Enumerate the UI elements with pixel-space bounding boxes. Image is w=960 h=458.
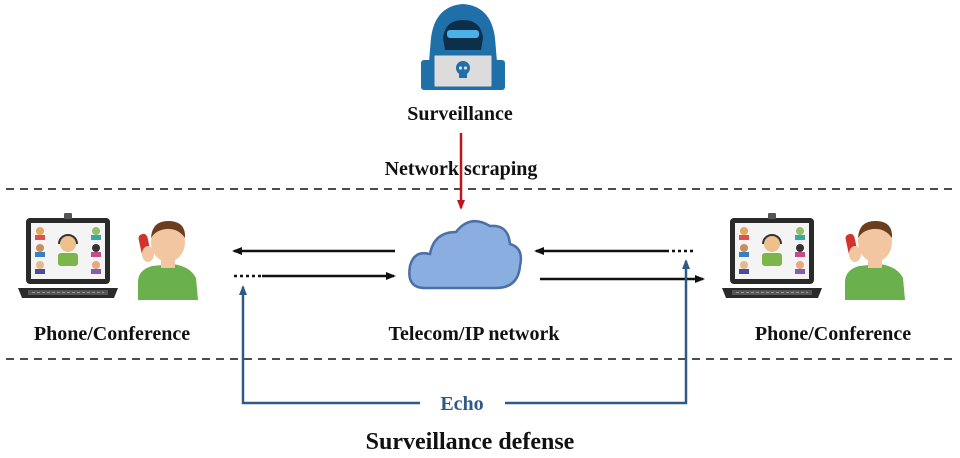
- cloud-icon: [408, 219, 523, 290]
- right-laptop-icon: [721, 212, 823, 299]
- echo-line-right: [505, 259, 690, 405]
- echo-line-left: [239, 285, 420, 405]
- left-person-phone-icon: [137, 220, 198, 300]
- left-laptop-icon: [17, 212, 119, 299]
- right-person-phone-icon: [844, 220, 905, 300]
- surveillance-label: Surveillance: [407, 103, 513, 125]
- left-endpoint-label: Phone/Conference: [34, 323, 190, 345]
- hacker-laptop-icon: [421, 4, 505, 90]
- network-label: Telecom/IP network: [389, 323, 561, 345]
- right-endpoint-label: Phone/Conference: [755, 323, 911, 345]
- echo-label: Echo: [440, 393, 483, 415]
- surveillance-defense-label: Surveillance defense: [366, 429, 575, 455]
